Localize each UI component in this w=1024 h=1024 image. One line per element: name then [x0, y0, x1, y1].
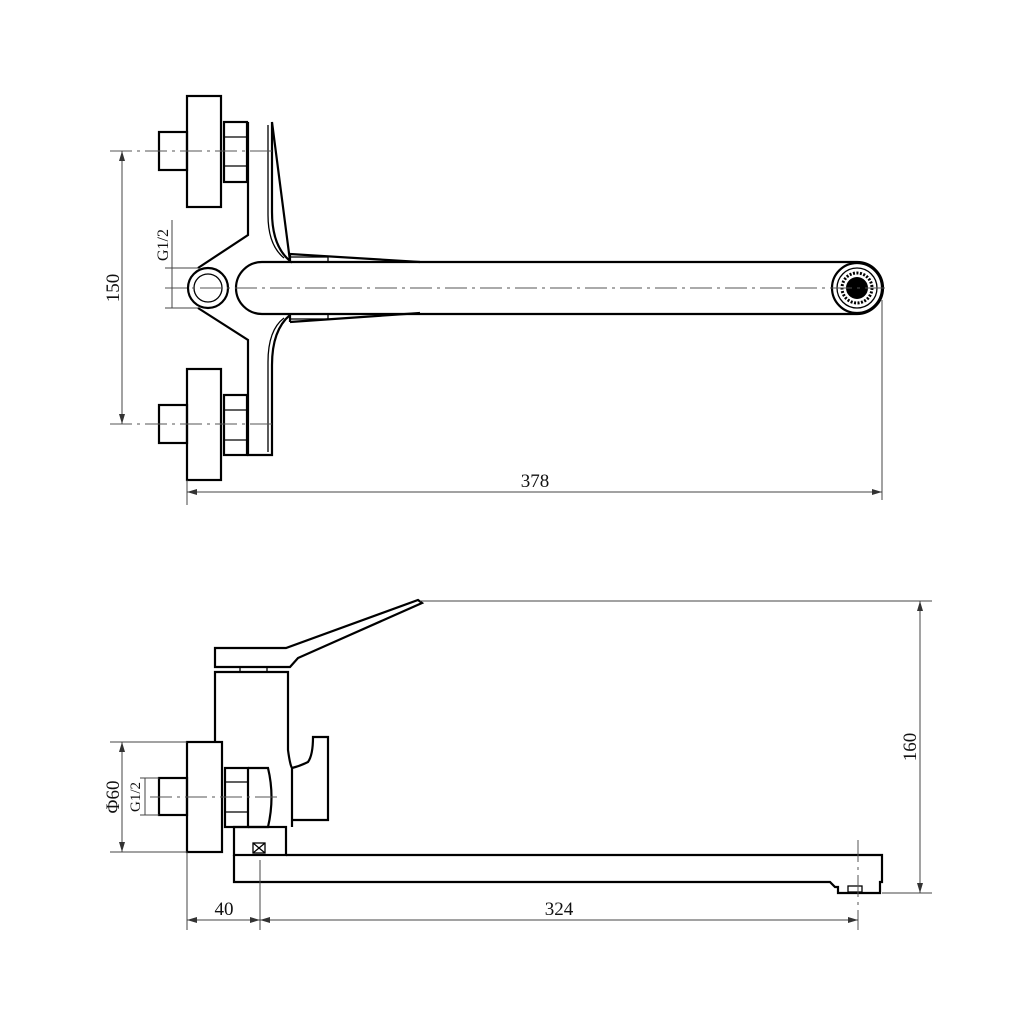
dim-label-diameter: Φ60 — [103, 781, 124, 814]
side-view: 160 Φ60 G1/2 40 324 — [103, 598, 932, 930]
dim-label-thread: G1/2 — [155, 229, 172, 261]
dimension-thread-side: G1/2 — [128, 777, 159, 816]
side-inlet — [157, 740, 273, 854]
dim-label-160: 160 — [900, 733, 921, 762]
centerlines-side — [150, 796, 859, 930]
dimension-378: 378 — [186, 300, 883, 505]
dim-label-324: 324 — [545, 899, 574, 920]
mixer-body-side — [213, 670, 330, 827]
dim-label-thread-side: G1/2 — [128, 782, 144, 812]
spout-side — [232, 825, 884, 895]
lever-handle — [213, 598, 425, 672]
dim-label-150: 150 — [103, 274, 124, 303]
dimension-diameter-60: Φ60 — [103, 741, 187, 853]
centerlines — [110, 150, 885, 425]
dimension-150: 150 — [103, 151, 125, 424]
top-view: 150 G1/2 378 — [103, 94, 885, 505]
dimension-thread-top: G1/2 — [155, 220, 198, 309]
dimension-40-324: 40 324 — [186, 852, 858, 930]
dim-label-40: 40 — [215, 899, 234, 920]
dim-label-378: 378 — [521, 471, 550, 492]
dimension-160: 160 — [420, 600, 932, 894]
